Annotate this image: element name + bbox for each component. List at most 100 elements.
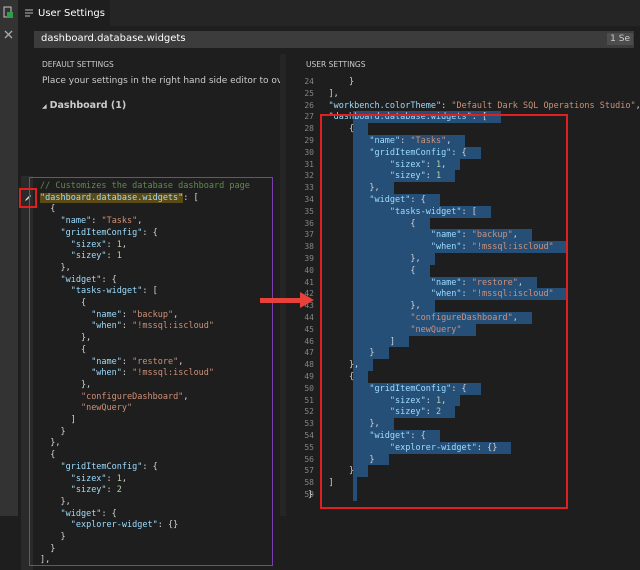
- code-token: "when": [430, 242, 462, 253]
- line-number: 30: [304, 147, 314, 157]
- code-token: },: [40, 379, 92, 390]
- code-line: {: [308, 371, 354, 383]
- code-line: "configureDashboard",: [308, 312, 517, 324]
- code-token: :: [121, 321, 133, 332]
- selection-row: [352, 194, 440, 206]
- code-line: "workbench.colorTheme": "Default Dark SQ…: [308, 100, 640, 112]
- files-icon[interactable]: [2, 6, 15, 19]
- code-token: {: [40, 204, 56, 215]
- code-token: :: [461, 230, 472, 241]
- code-token: [40, 228, 60, 238]
- code-token: :: [121, 356, 133, 367]
- code-token: }: [308, 348, 375, 359]
- code-line: "sizey": 2: [308, 406, 441, 418]
- code-token: "gridItemConfig": [60, 227, 143, 238]
- code-token: ,: [121, 239, 128, 250]
- code-line: "tasks-widget": [: [40, 285, 158, 297]
- line-number: 24: [304, 77, 314, 86]
- line-number: 41: [304, 277, 314, 287]
- code-token: "sizey": [389, 171, 426, 182]
- code-line: },: [40, 496, 71, 508]
- arrow-right-icon: [260, 298, 304, 303]
- close-icon[interactable]: [2, 28, 15, 41]
- code-line: },: [308, 182, 379, 194]
- tab-user-settings[interactable]: User Settings: [18, 0, 110, 26]
- code-token: }: [40, 543, 56, 554]
- line-number: 29: [304, 136, 314, 145]
- settings-search-input[interactable]: dashboard.database.widgets 1 Se: [34, 31, 634, 48]
- code-token: "name": [430, 230, 462, 241]
- default-settings-header: DEFAULT SETTINGS: [42, 60, 114, 69]
- code-token: :: [106, 239, 117, 250]
- code-token: ]: [40, 415, 76, 425]
- settings-description: Place your settings in the right hand si…: [42, 76, 312, 86]
- selection-row: [352, 158, 461, 171]
- code-token: ,: [517, 277, 523, 288]
- code-line: }: [308, 76, 354, 88]
- selection-row: [352, 430, 440, 442]
- code-token: [40, 321, 91, 331]
- line-number: 53: [304, 419, 314, 429]
- code-token: :: [106, 473, 117, 484]
- line-number: 33: [304, 183, 314, 193]
- code-token: 1: [116, 239, 122, 250]
- code-line: "tasks-widget": [: [308, 206, 477, 218]
- selection-row: [352, 111, 502, 124]
- code-token: 1: [435, 171, 442, 182]
- code-token: "widget": [60, 508, 102, 519]
- default-settings-pane: DEFAULT SETTINGS Place your settings in …: [18, 54, 312, 570]
- code-token: : {: [101, 274, 117, 285]
- code-token: "explorer-widget": [70, 520, 158, 531]
- line-number: 34: [304, 195, 314, 204]
- code-line: "name": "backup",: [40, 309, 178, 321]
- code-token: :: [400, 136, 411, 146]
- tab-bar: User Settings: [18, 0, 640, 26]
- line-number: 35: [304, 206, 314, 216]
- code-line: "gridItemConfig": {: [308, 147, 466, 159]
- code-line: "widget": {: [40, 274, 117, 286]
- selection-row: [352, 217, 430, 230]
- code-token: },: [308, 254, 421, 264]
- code-token: "configureDashboard": [80, 391, 184, 402]
- code-token: "sizey": [70, 485, 107, 496]
- line-number: 44: [304, 313, 314, 322]
- code-token: "dashboard.database.widgets": [40, 192, 184, 203]
- code-line: "when": "!mssql:iscloud": [40, 367, 214, 379]
- code-token: [40, 392, 81, 402]
- code-token: [40, 520, 71, 530]
- pane-splitter[interactable]: [280, 54, 286, 516]
- code-token: "sizex": [70, 239, 107, 250]
- code-token: : [: [183, 192, 199, 203]
- code-token: :: [106, 251, 117, 262]
- code-line: {: [308, 265, 415, 277]
- code-token: "sizey": [389, 407, 426, 418]
- code-token: "backup": [132, 309, 174, 320]
- code-token: "name": [369, 136, 401, 146]
- line-number: 36: [304, 218, 314, 228]
- code-token: [40, 286, 71, 296]
- line-number: 54: [304, 431, 314, 440]
- code-token: "workbench.colorTheme": [328, 100, 442, 111]
- selection-row: [352, 264, 430, 277]
- line-number: 55: [304, 442, 314, 452]
- code-token: "Default Dark SQL Operations Studio": [451, 100, 636, 111]
- code-token: :: [91, 216, 102, 227]
- group-dashboard[interactable]: ◢Dashboard (1): [42, 100, 126, 111]
- code-token: ]: [308, 336, 395, 347]
- selection-row: [352, 371, 369, 383]
- line-number: 32: [304, 171, 314, 181]
- code-token: "gridItemConfig": [369, 147, 452, 158]
- code-token: },: [40, 496, 71, 507]
- selection-row: [352, 135, 466, 147]
- code-token: 1: [116, 251, 122, 262]
- code-line: },: [308, 418, 379, 430]
- code-token: "sizey": [70, 251, 107, 262]
- code-token: : {: [101, 508, 117, 519]
- code-line: "widget": {: [308, 430, 425, 442]
- code-token: [40, 275, 60, 285]
- code-token: ],: [308, 88, 339, 99]
- line-number: 31: [304, 159, 314, 169]
- code-token: [40, 310, 91, 320]
- code-token: {: [308, 124, 355, 135]
- selection-row: [352, 241, 568, 253]
